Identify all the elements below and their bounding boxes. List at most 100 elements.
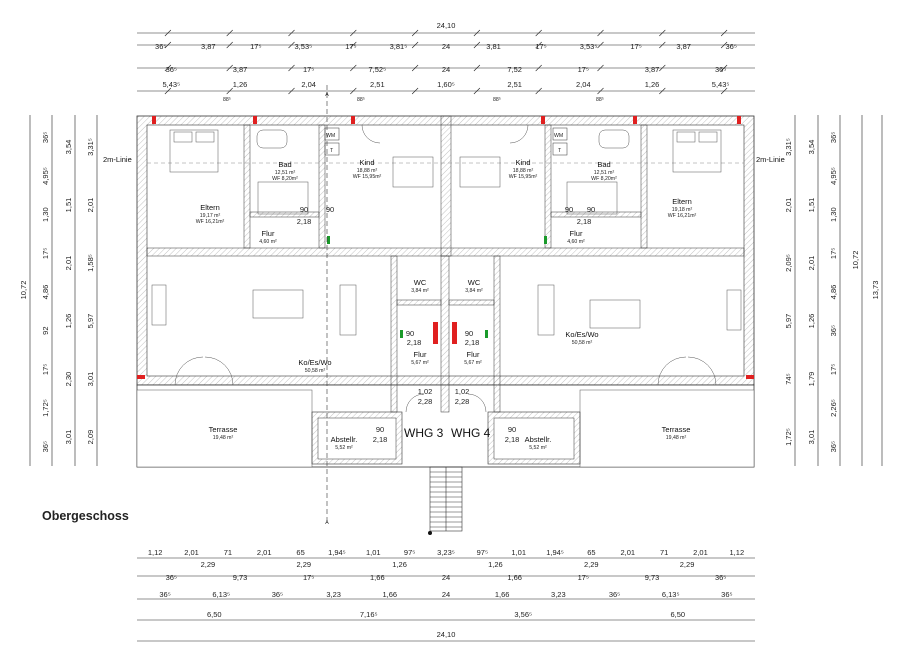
room-name-koeswo-r: Ko/Es/Wo: [565, 330, 598, 339]
top-row1-dim: 3,53⁵: [295, 42, 313, 51]
dim-tick: [720, 41, 728, 49]
bottom-row3-dim: 24: [442, 590, 450, 599]
bottom-row3-dim: 36⁵: [159, 590, 170, 599]
top-row1-dim: 17⁵: [250, 42, 261, 51]
two-meter-line: 2m-Linie 2m-Linie: [103, 155, 785, 164]
top-row1-dim: 17⁵: [535, 42, 546, 51]
dim-tick: [659, 41, 666, 49]
room-area-bad-r: 12,51 m²: [594, 170, 615, 176]
room-area-flur2-l: 5,67 m²: [411, 360, 429, 366]
right-mid-dim: 17⁵: [829, 248, 838, 259]
dim-tick: [164, 29, 172, 37]
bottom-row1-dim: 65: [587, 548, 595, 557]
room-name-flur-l: Flur: [262, 229, 275, 238]
staircase: [429, 466, 463, 532]
right-inner-dim: 1,51: [807, 198, 816, 213]
right-sub-dim: 74⁵: [784, 373, 793, 384]
dim-tick: [597, 64, 604, 72]
room-name-bad-l: Bad: [278, 160, 291, 169]
bottom-row3-dim: 36⁵: [272, 590, 283, 599]
room-name-kind-r: Kind: [515, 158, 530, 167]
wm-label-right: WM: [554, 133, 563, 139]
door-width-dim: 90: [587, 205, 595, 214]
door-width-dim: 1,02: [455, 387, 470, 396]
two-meter-label-left: 2m-Linie: [103, 155, 132, 164]
dim-tick: [350, 64, 357, 72]
bottom-row1-dim: 2,01: [184, 548, 199, 557]
t-label-left: T: [330, 148, 334, 154]
right-sub-dim: 3,31⁵: [784, 138, 793, 156]
bottom-row1-dim: 1,01: [511, 548, 526, 557]
dim-tick: [164, 41, 172, 49]
top-row3-dim: 1,60⁵: [437, 80, 455, 89]
t-label-right: T: [558, 148, 562, 154]
bottom-row4-dim: 7,16⁵: [360, 610, 378, 619]
top-row3-dim: 2,04: [576, 80, 591, 89]
room-name-koeswo-l: Ko/Es/Wo: [298, 358, 331, 367]
door-height-dim: 2,18: [505, 435, 520, 444]
dim-tick: [411, 87, 419, 95]
bottom-row2-dim: 24: [442, 573, 450, 582]
bottom-row3-dim: 36⁵: [609, 590, 620, 599]
left-inner-dim: 2,01: [64, 256, 73, 271]
room-area-wc-l: 3,84 m²: [411, 288, 429, 294]
top-row1-dim: 3,87: [676, 42, 691, 51]
top-row3-sub-dim: 88⁵: [223, 97, 231, 103]
room-area-abst-r: 5,52 m²: [529, 445, 547, 451]
left-sub-dim: 3,31⁵: [86, 138, 95, 156]
bottom-row3-dim: 3,23: [326, 590, 341, 599]
left-inner-dim: 3,54: [64, 140, 73, 155]
bottom-row3-dim: 6,13⁵: [212, 590, 230, 599]
furniture: [151, 129, 742, 336]
bottom-row1-dim: 97⁵: [477, 548, 488, 557]
bottom-row3-dim: 36⁵: [721, 590, 732, 599]
dim-tick: [350, 87, 357, 95]
room-name-wc-r: WC: [468, 278, 481, 287]
room-name-terr-l: Terrasse: [209, 425, 238, 434]
right-sub-dim: 2,09⁵: [784, 254, 793, 272]
door-height-dim: 2,18: [465, 338, 480, 347]
room-area-eltern-r: 19,18 m²: [672, 207, 693, 213]
door-width-dim: 1,02: [418, 387, 433, 396]
dim-tick: [597, 41, 604, 49]
bottom-row2-dim: 36⁵: [715, 573, 726, 582]
bottom-row3-dim: 6,13⁵: [662, 590, 680, 599]
left-mid-dim: 92: [41, 326, 50, 334]
dim-tick: [473, 41, 481, 49]
bottom-row1-sub-dim: 2,29: [296, 560, 311, 569]
bottom-row2-dim: 9,73: [645, 573, 660, 582]
dim-tick: [411, 41, 419, 49]
room-area-terr-l: 19,48 m²: [213, 435, 234, 441]
bottom-row1-dim: 2,01: [693, 548, 708, 557]
top-row1-dim: 3,81⁵: [390, 42, 408, 51]
top-row3-dim: 2,04: [301, 80, 316, 89]
left-mid-dim: 1,72⁵: [41, 399, 50, 417]
bottom-row4-dim: 6,50: [670, 610, 685, 619]
top-row3-sub-dim: 88⁵: [357, 97, 365, 103]
room-wf-bad-l: WF 8,20m²: [272, 176, 298, 182]
left-inner-dim: 1,26: [64, 314, 73, 329]
unit-label-whg4: WHG 4: [451, 426, 491, 440]
dim-tick: [350, 41, 357, 49]
room-wf-bad-r: WF 8,20m²: [591, 176, 617, 182]
dim-tick: [473, 64, 481, 72]
left-inner-dim: 1,51: [64, 198, 73, 213]
right-mid-dim: 36⁵: [829, 325, 838, 336]
bottom-row1-dim: 65: [296, 548, 304, 557]
door-width-dim: 90: [300, 205, 308, 214]
side-dim-labels: 10,7236⁵4,95⁵1,3017⁵4,869217⁵1,72⁵36⁵3,5…: [19, 132, 880, 453]
right-outer-dim: 13,73: [871, 281, 880, 300]
room-area-kind-l: 18,88 m²: [357, 168, 378, 174]
top-row2-dim: 3,87: [645, 65, 660, 74]
dim-tick: [288, 64, 295, 72]
dim-tick: [226, 41, 233, 49]
top-row3-sub-dim: 88⁵: [493, 97, 501, 103]
top-row1-dim: 36⁵: [726, 42, 737, 51]
bottom-row4-dim: 6,50: [207, 610, 222, 619]
bottom-row1-dim: 71: [224, 548, 232, 557]
top-row1-dim: 3,53⁵: [580, 42, 598, 51]
